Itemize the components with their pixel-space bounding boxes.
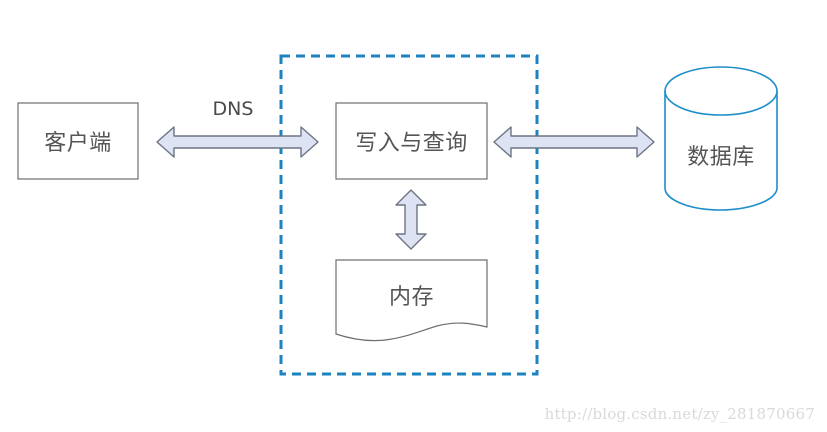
database-cylinder — [664, 66, 778, 211]
write-query-database-bidirectional-arrow — [493, 126, 655, 158]
blog-watermark: http://blog.csdn.net/zy_281870667 — [544, 405, 815, 423]
dns-label: DNS — [212, 98, 254, 120]
memory-label: 内存 — [388, 285, 434, 310]
write-query-memory-bidirectional-arrow — [395, 189, 427, 250]
database-label: 数据库 — [687, 145, 755, 170]
write-query-box — [335, 102, 488, 180]
client-dns-bidirectional-arrow — [156, 126, 319, 158]
client-box — [17, 102, 139, 180]
memory-document-shape — [335, 259, 488, 342]
client-label: 客户端 — [44, 131, 112, 156]
dashed-service-boundary — [279, 54, 539, 376]
write-query-label: 写入与查询 — [355, 131, 468, 156]
